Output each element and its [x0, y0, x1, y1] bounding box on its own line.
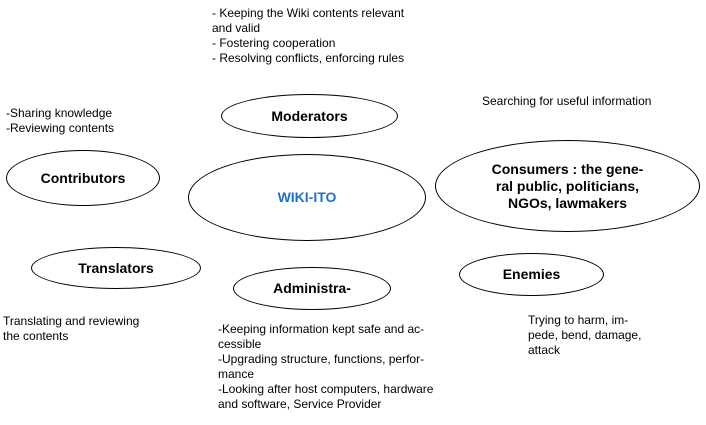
enemies-note: Trying to harm, im- pede, bend, damage, … — [528, 313, 642, 357]
contributors-node: Contributors — [6, 150, 160, 206]
administrators-note: -Keeping information kept safe and ac- c… — [218, 322, 434, 411]
moderators-label: Moderators — [271, 107, 348, 124]
wiki-ito-label: WIKI-ITO — [277, 189, 337, 205]
translators-label: Translators — [78, 259, 154, 276]
enemies-label: Enemies — [502, 266, 561, 282]
translators-node: Translators — [31, 247, 201, 289]
contributors-note: -Sharing knowledge -Reviewing contents — [6, 106, 115, 135]
wiki-ito-center-node: WIKI-ITO — [188, 154, 426, 241]
administrators-node: Administra- — [233, 267, 391, 310]
translators-note: Translating and reviewing the contents — [3, 314, 140, 343]
enemies-node: Enemies — [459, 253, 604, 296]
moderators-node: Moderators — [221, 94, 398, 138]
consumers-note: Searching for useful information — [482, 94, 652, 108]
consumers-node: Consumers : the gene- ral public, politi… — [435, 140, 700, 232]
contributors-label: Contributors — [40, 169, 126, 186]
administrators-label: Administra- — [273, 280, 351, 296]
consumers-label: Consumers : the gene- ral public, politi… — [491, 160, 644, 211]
moderators-note: - Keeping the Wiki contents relevant and… — [212, 6, 405, 65]
